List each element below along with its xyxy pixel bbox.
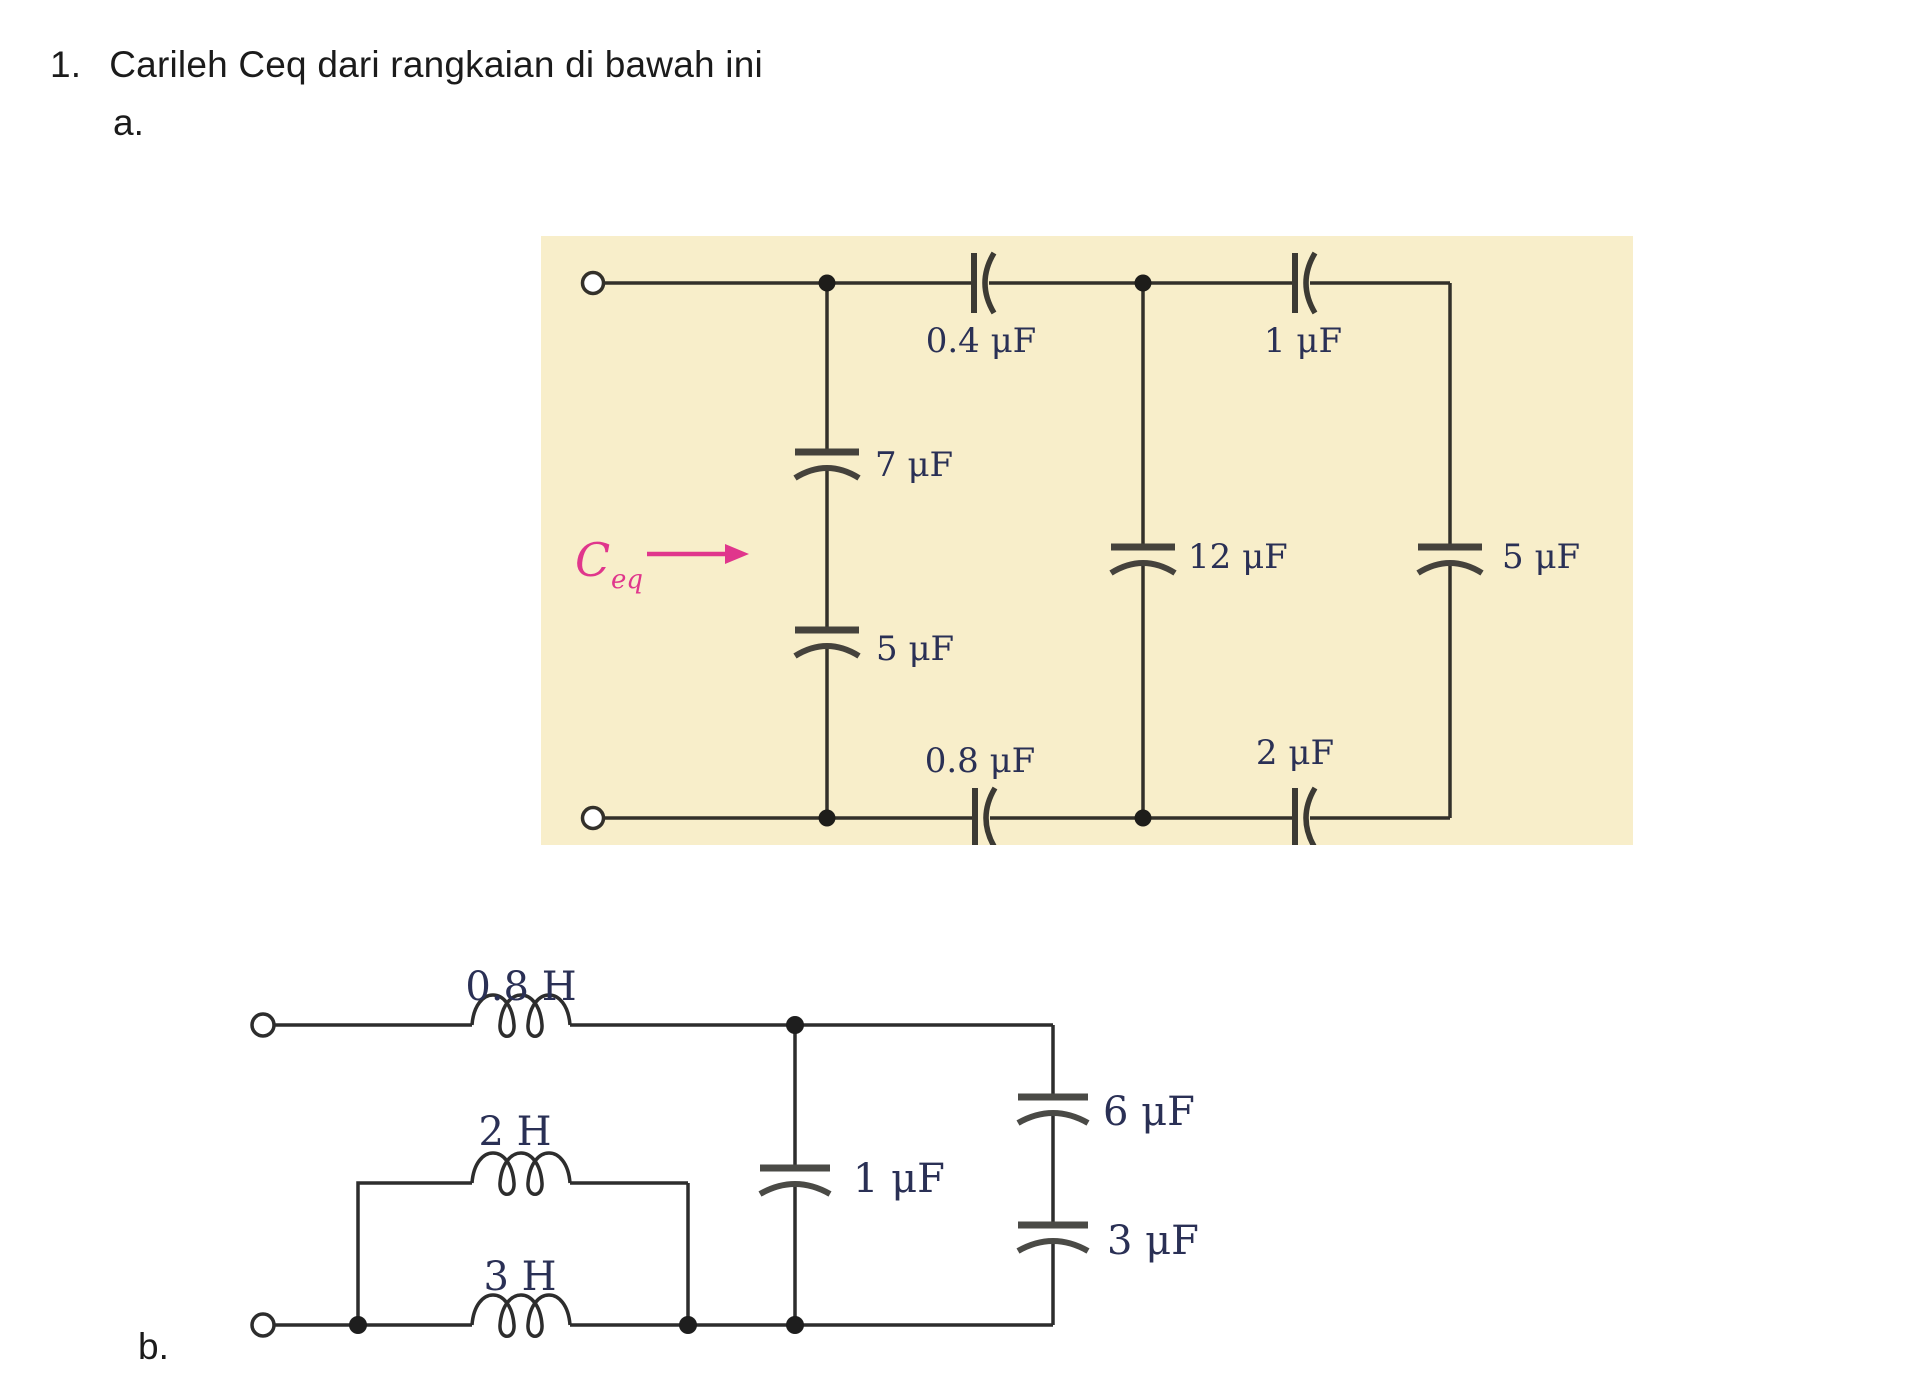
capacitor-12uF-symbol xyxy=(1109,543,1177,576)
junction-dot xyxy=(349,1316,367,1334)
circuit-b-wires xyxy=(274,1023,1055,1327)
capacitor-1uF-shunt-symbol xyxy=(758,1164,832,1197)
junction-dot xyxy=(1134,809,1152,827)
circuit-b-diagram: 0.8 H 2 H 3 H 1 μF 6 μF 3 μF xyxy=(250,964,1199,1338)
terminal-node xyxy=(250,1312,276,1338)
terminal-node xyxy=(250,1012,276,1038)
capacitor-7uF-symbol xyxy=(793,448,861,481)
capacitor-5uF-right-symbol xyxy=(1416,543,1484,576)
ceq-label: C eq xyxy=(575,533,749,595)
capacitor-3uF-symbol xyxy=(1016,1221,1090,1254)
capacitor-3uF-label: 3 μF xyxy=(1107,1218,1199,1264)
junction-dot xyxy=(1134,274,1152,292)
terminal-node xyxy=(580,805,606,831)
capacitor-6uF-symbol xyxy=(1016,1093,1090,1126)
capacitor-6uF-label: 6 μF xyxy=(1103,1089,1195,1135)
problem-number: 1. xyxy=(50,44,82,85)
capacitor-2uF-label: 2 μF xyxy=(1256,733,1334,773)
inductor-2H-symbol xyxy=(470,1151,572,1196)
junction-dot xyxy=(786,1016,804,1034)
terminal-node xyxy=(580,270,606,296)
inductor-3H-label: 3 H xyxy=(483,1254,556,1300)
capacitor-5uF-left-symbol xyxy=(793,626,861,659)
capacitor-0p4uF-symbol xyxy=(971,251,997,315)
capacitor-0p4uF-label: 0.4 μF xyxy=(926,321,1037,361)
junction-dot xyxy=(818,274,836,292)
ceq-arrow-icon xyxy=(647,544,749,564)
capacitor-2uF-symbol xyxy=(1292,786,1318,845)
capacitor-12uF-label: 12 μF xyxy=(1188,537,1288,577)
inductor-0p8H-symbol xyxy=(470,993,572,1038)
capacitor-7uF-label: 7 μF xyxy=(875,445,953,485)
capacitor-0p8uF-label: 0.8 μF xyxy=(925,741,1036,781)
capacitor-1uF-shunt-label: 1 μF xyxy=(853,1156,945,1202)
capacitor-0p8uF-symbol xyxy=(972,786,998,845)
ceq-symbol: C xyxy=(575,533,610,587)
circuit-a-panel xyxy=(541,236,1633,845)
part-b-label: b. xyxy=(138,1326,169,1367)
junction-dot xyxy=(679,1316,697,1334)
inductor-3H-symbol xyxy=(470,1293,572,1338)
junction-dot xyxy=(818,809,836,827)
capacitor-1uF-label: 1 μF xyxy=(1264,321,1342,361)
capacitor-1uF-symbol xyxy=(1292,251,1318,315)
capacitor-5uF-left-label: 5 μF xyxy=(876,629,954,669)
problem-title: Carileh Ceq dari rangkaian di bawah ini xyxy=(109,44,763,85)
problem-header: 1. Carileh Ceq dari rangkaian di bawah i… xyxy=(50,44,763,86)
junction-dot xyxy=(786,1316,804,1334)
circuit-a-diagram: C eq 0.4 μF 1 μF 7 μF 5 μF 12 μF 5 μF 0.… xyxy=(541,236,1633,845)
ceq-subscript: eq xyxy=(611,565,643,595)
inductor-2H-label: 2 H xyxy=(478,1109,551,1155)
part-a-label: a. xyxy=(113,102,144,143)
capacitor-5uF-right-label: 5 μF xyxy=(1502,537,1580,577)
inductor-0p8H-label: 0.8 H xyxy=(465,964,576,1010)
